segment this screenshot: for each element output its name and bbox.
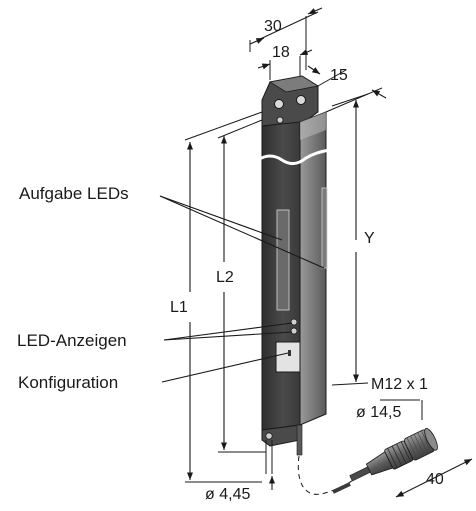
sensor-housing [257,75,331,456]
mounting-hole-bottom [265,432,273,440]
dim-15: 15 [330,67,348,84]
connector-cable [332,482,351,494]
dim-connector-len: 40 [426,471,444,488]
configuration-window [275,341,301,373]
label-configuration: Konfiguration [18,373,118,392]
break-line [257,148,331,165]
mounting-hole-top-2 [296,95,306,105]
dimension-lines [184,7,473,498]
mounting-hole-top-1 [274,99,284,109]
label-task-leds: Aufgabe LEDs [19,184,129,203]
dim-l1: L1 [170,299,188,316]
dim-30: 30 [264,18,282,35]
dim-18: 18 [272,44,290,61]
dim-thread: M12 x 1 [371,376,428,393]
callout-leaders [159,195,325,383]
led-indicator-2 [290,327,298,335]
dim-y: Y [364,230,375,247]
dim-hole-dia: ø 4,45 [205,486,250,503]
task-led-window-side [321,187,328,269]
label-led-indicators: LED-Anzeigen [17,331,127,350]
led-indicator-1 [290,318,298,326]
cable-outlet [296,424,303,456]
dim-l2: L2 [216,269,234,286]
m12-connector [349,427,438,482]
dim-connector-dia: ø 14,5 [356,404,401,421]
task-led-window-front [276,209,290,311]
